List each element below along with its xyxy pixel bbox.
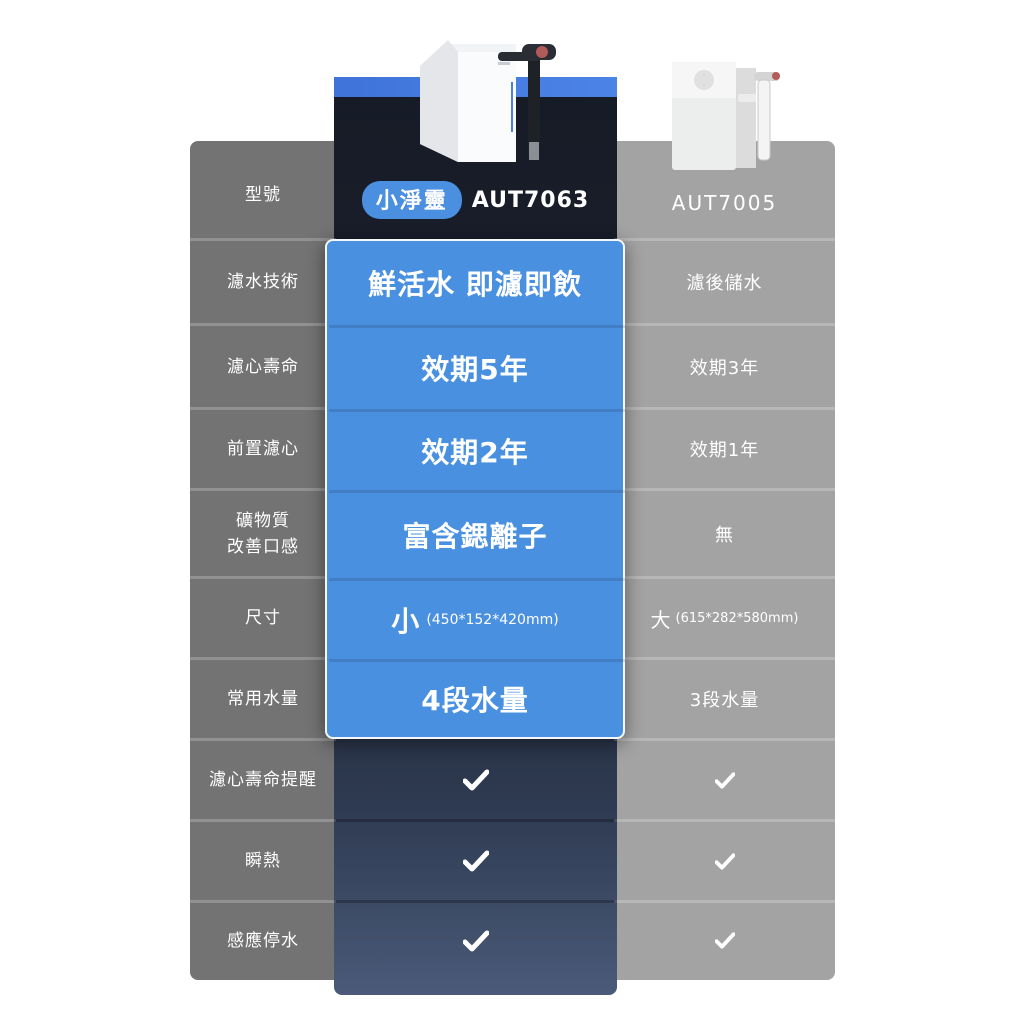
row-label-minerals: 礦物質 改善口感 [190,491,336,576]
row-divider [190,238,336,241]
main-model-header: 小淨靈 AUT7063 [334,175,617,225]
row-label: 感應停水 [227,930,299,951]
main-value-water-volume: 4段水量 [325,660,625,738]
row-label-auto-stop: 感應停水 [190,903,336,978]
row-divider [329,490,625,493]
row-label-pre-filter: 前置濾心 [190,410,336,488]
row-divider [334,900,617,903]
main-value: 鮮活水 即濾即飲 [368,268,582,301]
row-label: 濾心壽命提醒 [209,770,317,790]
row-label: 尺寸 [245,608,281,628]
row-divider [334,819,617,822]
compare-value-size: 大 (615*282*580mm) [614,579,835,657]
main-value: 效期2年 [421,435,529,469]
main-value-filter-life: 效期5年 [325,326,625,410]
row-label-filter-life: 濾心壽命 [190,326,336,407]
compare-value-pre-filter: 效期1年 [614,410,835,488]
check-icon [714,932,735,949]
row-divider [614,407,835,410]
check-icon [714,852,735,870]
row-label: 型號 [245,184,281,205]
row-divider [329,578,625,581]
compare-value: 濾後儲水 [686,273,763,294]
row-label-size: 尺寸 [190,579,336,657]
compare-value-filtration: 濾後儲水 [614,241,835,323]
compare-value-auto-stop [614,903,835,978]
main-model-name: AUT7063 [471,187,590,213]
row-divider [614,819,835,822]
row-divider [190,657,336,660]
check-icon [462,850,489,872]
compare-value-filter-reminder [614,741,835,819]
row-divider [614,488,835,491]
compare-value: 3段水量 [689,690,760,711]
brand-pill: 小淨靈 [361,181,462,219]
row-label-filtration: 濾水技術 [190,241,336,323]
row-divider [329,659,625,662]
compare-model-header: AUT7005 [614,178,835,228]
row-label: 濾水技術 [227,272,299,292]
row-divider [614,576,835,579]
compare-value-minerals: 無 [614,491,835,576]
row-divider [190,738,336,741]
main-value-minerals: 富含鍶離子 [325,491,625,579]
compare-value-filter-life: 效期3年 [614,326,835,407]
product-image-main [420,40,556,162]
main-value-auto-stop [334,903,617,978]
row-label: 前置濾心 [227,439,299,459]
row-label-line: 改善口感 [227,536,299,557]
compare-value-note: (615*282*580mm) [675,610,799,626]
row-divider [190,488,336,491]
product-image-compare [672,62,780,170]
check-icon [462,769,489,791]
row-divider [329,325,625,328]
row-label-filter-reminder: 濾心壽命提醒 [190,741,336,819]
compare-value: 大 [650,607,672,632]
row-label: 濾心壽命 [227,356,299,377]
main-value-filter-reminder [334,741,617,819]
highlight-block [325,239,625,739]
compare-value: 效期3年 [689,357,760,379]
main-value: 富含鍶離子 [402,520,548,553]
row-divider [329,409,625,412]
row-label-water-volume: 常用水量 [190,660,336,738]
check-icon [462,930,489,951]
check-icon [714,771,735,789]
row-label-model: 型號 [190,151,336,238]
compare-model-column [614,141,835,980]
row-label: 瞬熱 [245,851,281,871]
main-value: 小 [391,604,421,638]
row-divider [614,238,835,241]
row-divider [614,323,835,326]
row-divider [190,323,336,326]
main-value-note: (450*152*420mm) [426,611,559,628]
row-divider [614,900,835,903]
main-value: 效期5年 [421,353,529,386]
row-label-instant-heat: 瞬熱 [190,822,336,900]
row-label-line: 礦物質 [236,510,290,531]
compare-value: 無 [715,524,734,546]
feature-label-column [190,141,336,980]
compare-value-instant-heat [614,822,835,900]
main-value-pre-filter: 效期2年 [325,410,625,491]
compare-value-water-volume: 3段水量 [614,660,835,738]
row-divider [190,819,336,822]
row-divider [190,407,336,410]
row-divider [614,657,835,660]
compare-model-name: AUT7005 [671,191,778,215]
row-label: 常用水量 [227,689,299,709]
row-divider [614,738,835,741]
main-value-filtration: 鮮活水 即濾即飲 [325,241,625,325]
main-value-size: 小 (450*152*420mm) [325,579,625,660]
row-divider [190,576,336,579]
main-value-instant-heat [334,822,617,900]
main-value: 4段水量 [421,684,529,717]
row-divider [190,900,336,903]
compare-value: 效期1年 [689,440,760,461]
